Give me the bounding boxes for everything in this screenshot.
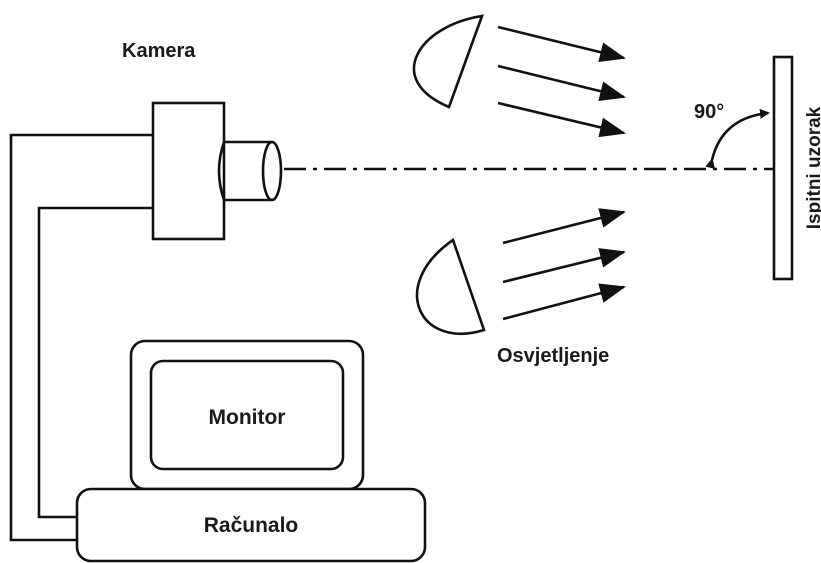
test-specimen <box>772 55 794 281</box>
camera-lens <box>261 140 283 202</box>
angle-label: 90° <box>694 101 724 123</box>
lower-light-ray <box>502 283 626 321</box>
lighting-label: Osvjetljenje <box>497 345 609 367</box>
camera <box>151 101 283 241</box>
camera-cable-outer <box>9 133 153 542</box>
lower-light-ray <box>502 248 626 284</box>
upper-light-ray <box>497 101 626 138</box>
specimen-label: Ispitni uzorak <box>804 106 821 229</box>
lower-light-source <box>415 237 486 336</box>
computer-label: Računalo <box>204 514 299 537</box>
upper-light-source <box>412 14 484 109</box>
monitor-screen <box>149 359 345 471</box>
monitor-label: Monitor <box>209 406 286 429</box>
lower-light-ray <box>502 208 626 245</box>
upper-light-ray <box>497 64 626 101</box>
camera-cable-inner <box>37 206 153 519</box>
camera-body <box>151 101 226 241</box>
camera-label: Kamera <box>122 40 196 62</box>
right-angle-arc <box>705 108 770 169</box>
computer-case <box>75 487 427 563</box>
camera-lens-barrel <box>224 140 272 202</box>
camera-lens-joint <box>217 141 226 201</box>
upper-light-ray <box>497 25 626 62</box>
